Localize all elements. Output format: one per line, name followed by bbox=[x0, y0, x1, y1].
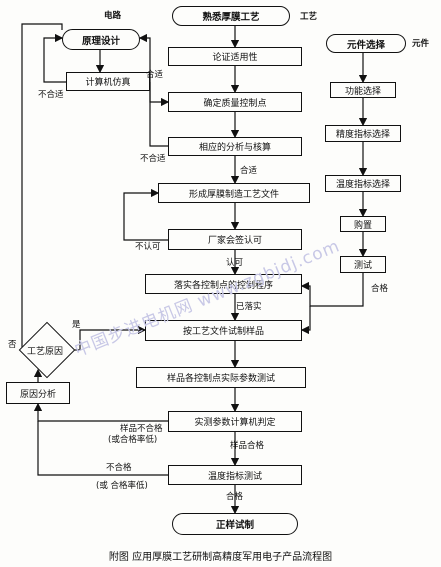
edge-diamond-principle bbox=[21, 23, 63, 351]
component-precision: 精度指标选择 bbox=[325, 125, 401, 142]
step-cause-analysis: 原因分析 bbox=[6, 382, 70, 404]
component-temperature: 温度指标选择 bbox=[325, 175, 401, 192]
component-purchase: 购置 bbox=[340, 216, 386, 232]
component-test: 测试 bbox=[340, 256, 386, 273]
edge-label-yes: 是 bbox=[72, 320, 81, 330]
label-circuit: 电路 bbox=[104, 11, 122, 21]
component-select: 元件选择 bbox=[326, 34, 406, 53]
edge-analysis-principle bbox=[138, 33, 168, 147]
edge-label-temp-pass: 合格 bbox=[226, 492, 244, 502]
edge-implemented-trial bbox=[300, 306, 311, 335]
step-analysis: 相应的分析与核算 bbox=[168, 137, 302, 156]
step-control-points: 确定质量控制点 bbox=[168, 92, 302, 112]
step-temp-test: 温度指标测试 bbox=[168, 465, 302, 485]
edge-simulation-principle bbox=[43, 33, 66, 83]
edge-label-suitable-analysis: 合适 bbox=[240, 166, 258, 176]
edge-label-temp-fail: 不合格 bbox=[106, 463, 132, 473]
label-process: 工艺 bbox=[300, 12, 318, 22]
edge-judge-cause bbox=[33, 402, 168, 422]
edge-label-qualified-component: 合格 bbox=[371, 284, 389, 294]
step-process-file: 形成厚膜制造工艺文件 bbox=[158, 183, 310, 203]
step-test-params: 样品各控制点实际参数测试 bbox=[136, 367, 306, 388]
step-simulation: 计算机仿真 bbox=[66, 72, 150, 91]
edge-label-sample-fail: 样品不合格 bbox=[120, 424, 163, 434]
step-demonstrate: 论证适用性 bbox=[168, 47, 302, 66]
edge-component-implement bbox=[300, 273, 364, 307]
step-start: 熟悉厚膜工艺 bbox=[172, 6, 290, 26]
step-judge: 实测参数计算机判定 bbox=[168, 411, 302, 432]
edge-label-suitable: 合适 bbox=[146, 70, 164, 80]
step-implement: 落实各控制点的控制程序 bbox=[145, 274, 302, 294]
edge-label-no: 否 bbox=[8, 340, 17, 350]
edge-label-approved: 认可 bbox=[226, 258, 244, 268]
edge-label-sample-fail-note: (或合格率低) bbox=[108, 435, 158, 445]
edge-sign-processfile bbox=[123, 188, 168, 241]
edge-label-sample-pass: 样品合格 bbox=[230, 441, 265, 451]
edge-simulation-control bbox=[149, 82, 170, 107]
edge-label-unsuitable-analysis: 不合适 bbox=[140, 154, 166, 164]
decision-process-cause-label: 工艺原因 bbox=[27, 347, 64, 357]
edge-label-unsuitable-sim: 不合适 bbox=[38, 90, 64, 100]
step-principle: 原理设计 bbox=[62, 29, 140, 50]
component-function: 功能选择 bbox=[330, 82, 396, 98]
edge-temp-cause bbox=[37, 421, 168, 476]
edge-label-not-approved: 不认可 bbox=[135, 242, 161, 252]
label-component: 元件 bbox=[412, 39, 430, 49]
edge-label-temp-fail-note: (或 合格率低) bbox=[96, 481, 148, 491]
step-trial: 按工艺文件试制样品 bbox=[145, 320, 302, 341]
step-production: 正样试制 bbox=[172, 513, 298, 535]
edge-label-implemented: 已落实 bbox=[236, 302, 262, 312]
step-sign: 厂家会签认可 bbox=[168, 229, 302, 250]
figure-caption: 附图 应用厚膜工艺研制高精度军用电子产品流程图 bbox=[108, 552, 333, 563]
